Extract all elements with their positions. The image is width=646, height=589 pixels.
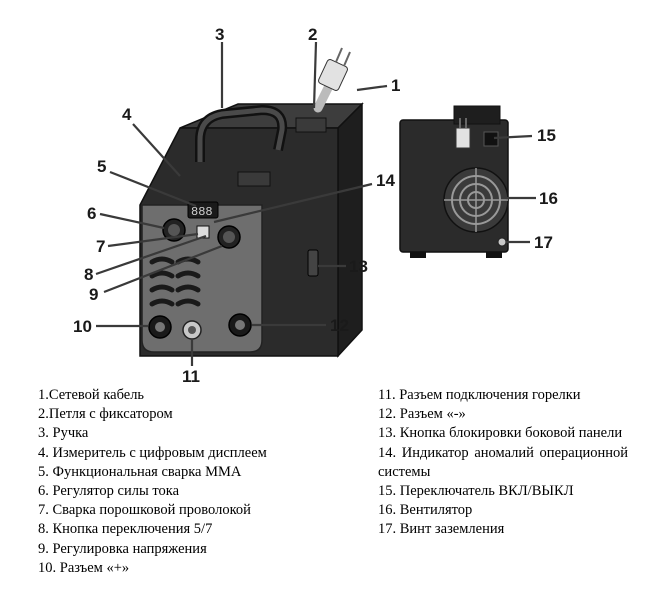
- legend-item: 16. Вентилятор: [378, 501, 628, 520]
- legend-item: 13. Кнопка блокировки боковой панели: [378, 424, 628, 443]
- callout-2: 2: [308, 25, 317, 44]
- legend-item: 2.Петля с фиксатором: [38, 405, 358, 424]
- welder-main-unit: 888: [140, 48, 362, 356]
- legend-item: 1.Сетевой кабель: [38, 386, 358, 405]
- callout-5: 5: [97, 157, 106, 176]
- callout-14: 14: [376, 171, 395, 190]
- legend-right-column: 11. Разъем подключения горелки 12. Разъе…: [378, 386, 628, 540]
- torch-socket: [183, 321, 201, 339]
- callout-10: 10: [73, 317, 92, 336]
- legend-item: 3. Ручка: [38, 424, 358, 443]
- callout-17: 17: [534, 233, 553, 252]
- callout-11: 11: [182, 367, 200, 385]
- legend-item: 10. Разъем «+»: [38, 559, 358, 578]
- legend-item: 15. Переключатель ВКЛ/ВЫКЛ: [378, 482, 628, 501]
- legend-item: 4. Измеритель с цифровым дисплеем: [38, 444, 358, 463]
- legend-item: 12. Разъем «-»: [378, 405, 628, 424]
- callout-3: 3: [215, 25, 224, 44]
- callout-15: 15: [537, 126, 556, 145]
- plus-socket: [149, 316, 171, 338]
- minus-socket: [229, 314, 251, 336]
- voltage-regulator-knob: [218, 226, 240, 248]
- callout-4: 4: [122, 105, 132, 124]
- callout-12: 12: [330, 316, 349, 335]
- legend-item: 7. Сварка порошковой проволокой: [38, 501, 358, 520]
- power-cable: [318, 48, 350, 108]
- callout-16: 16: [539, 189, 558, 208]
- callout-7: 7: [96, 237, 105, 256]
- welder-diagram: 888: [0, 0, 646, 385]
- side-panel-lock: [308, 250, 318, 276]
- legend-item: 8. Кнопка переключения 5/7: [38, 520, 358, 539]
- legend-item: 14. Индикатор аномалий операционной сист…: [378, 444, 628, 482]
- callout-9: 9: [89, 285, 98, 304]
- legend-left-column: 1.Сетевой кабель 2.Петля с фиксатором 3.…: [38, 386, 358, 578]
- legend-item: 11. Разъем подключения горелки: [378, 386, 628, 405]
- svg-text:888: 888: [191, 205, 213, 219]
- legend-item: 9. Регулировка напряжения: [38, 540, 358, 559]
- callout-8: 8: [84, 265, 93, 284]
- fan: [444, 168, 508, 232]
- legend-item: 17. Винт заземления: [378, 520, 628, 539]
- ground-screw: [498, 238, 506, 246]
- callout-1: 1: [391, 76, 400, 95]
- legend-item: 6. Регулятор силы тока: [38, 482, 358, 501]
- callout-13: 13: [349, 257, 368, 276]
- welder-rear-view: [400, 106, 508, 258]
- legend-item: 5. Функциональная сварка ММА: [38, 463, 358, 482]
- callout-6: 6: [87, 204, 96, 223]
